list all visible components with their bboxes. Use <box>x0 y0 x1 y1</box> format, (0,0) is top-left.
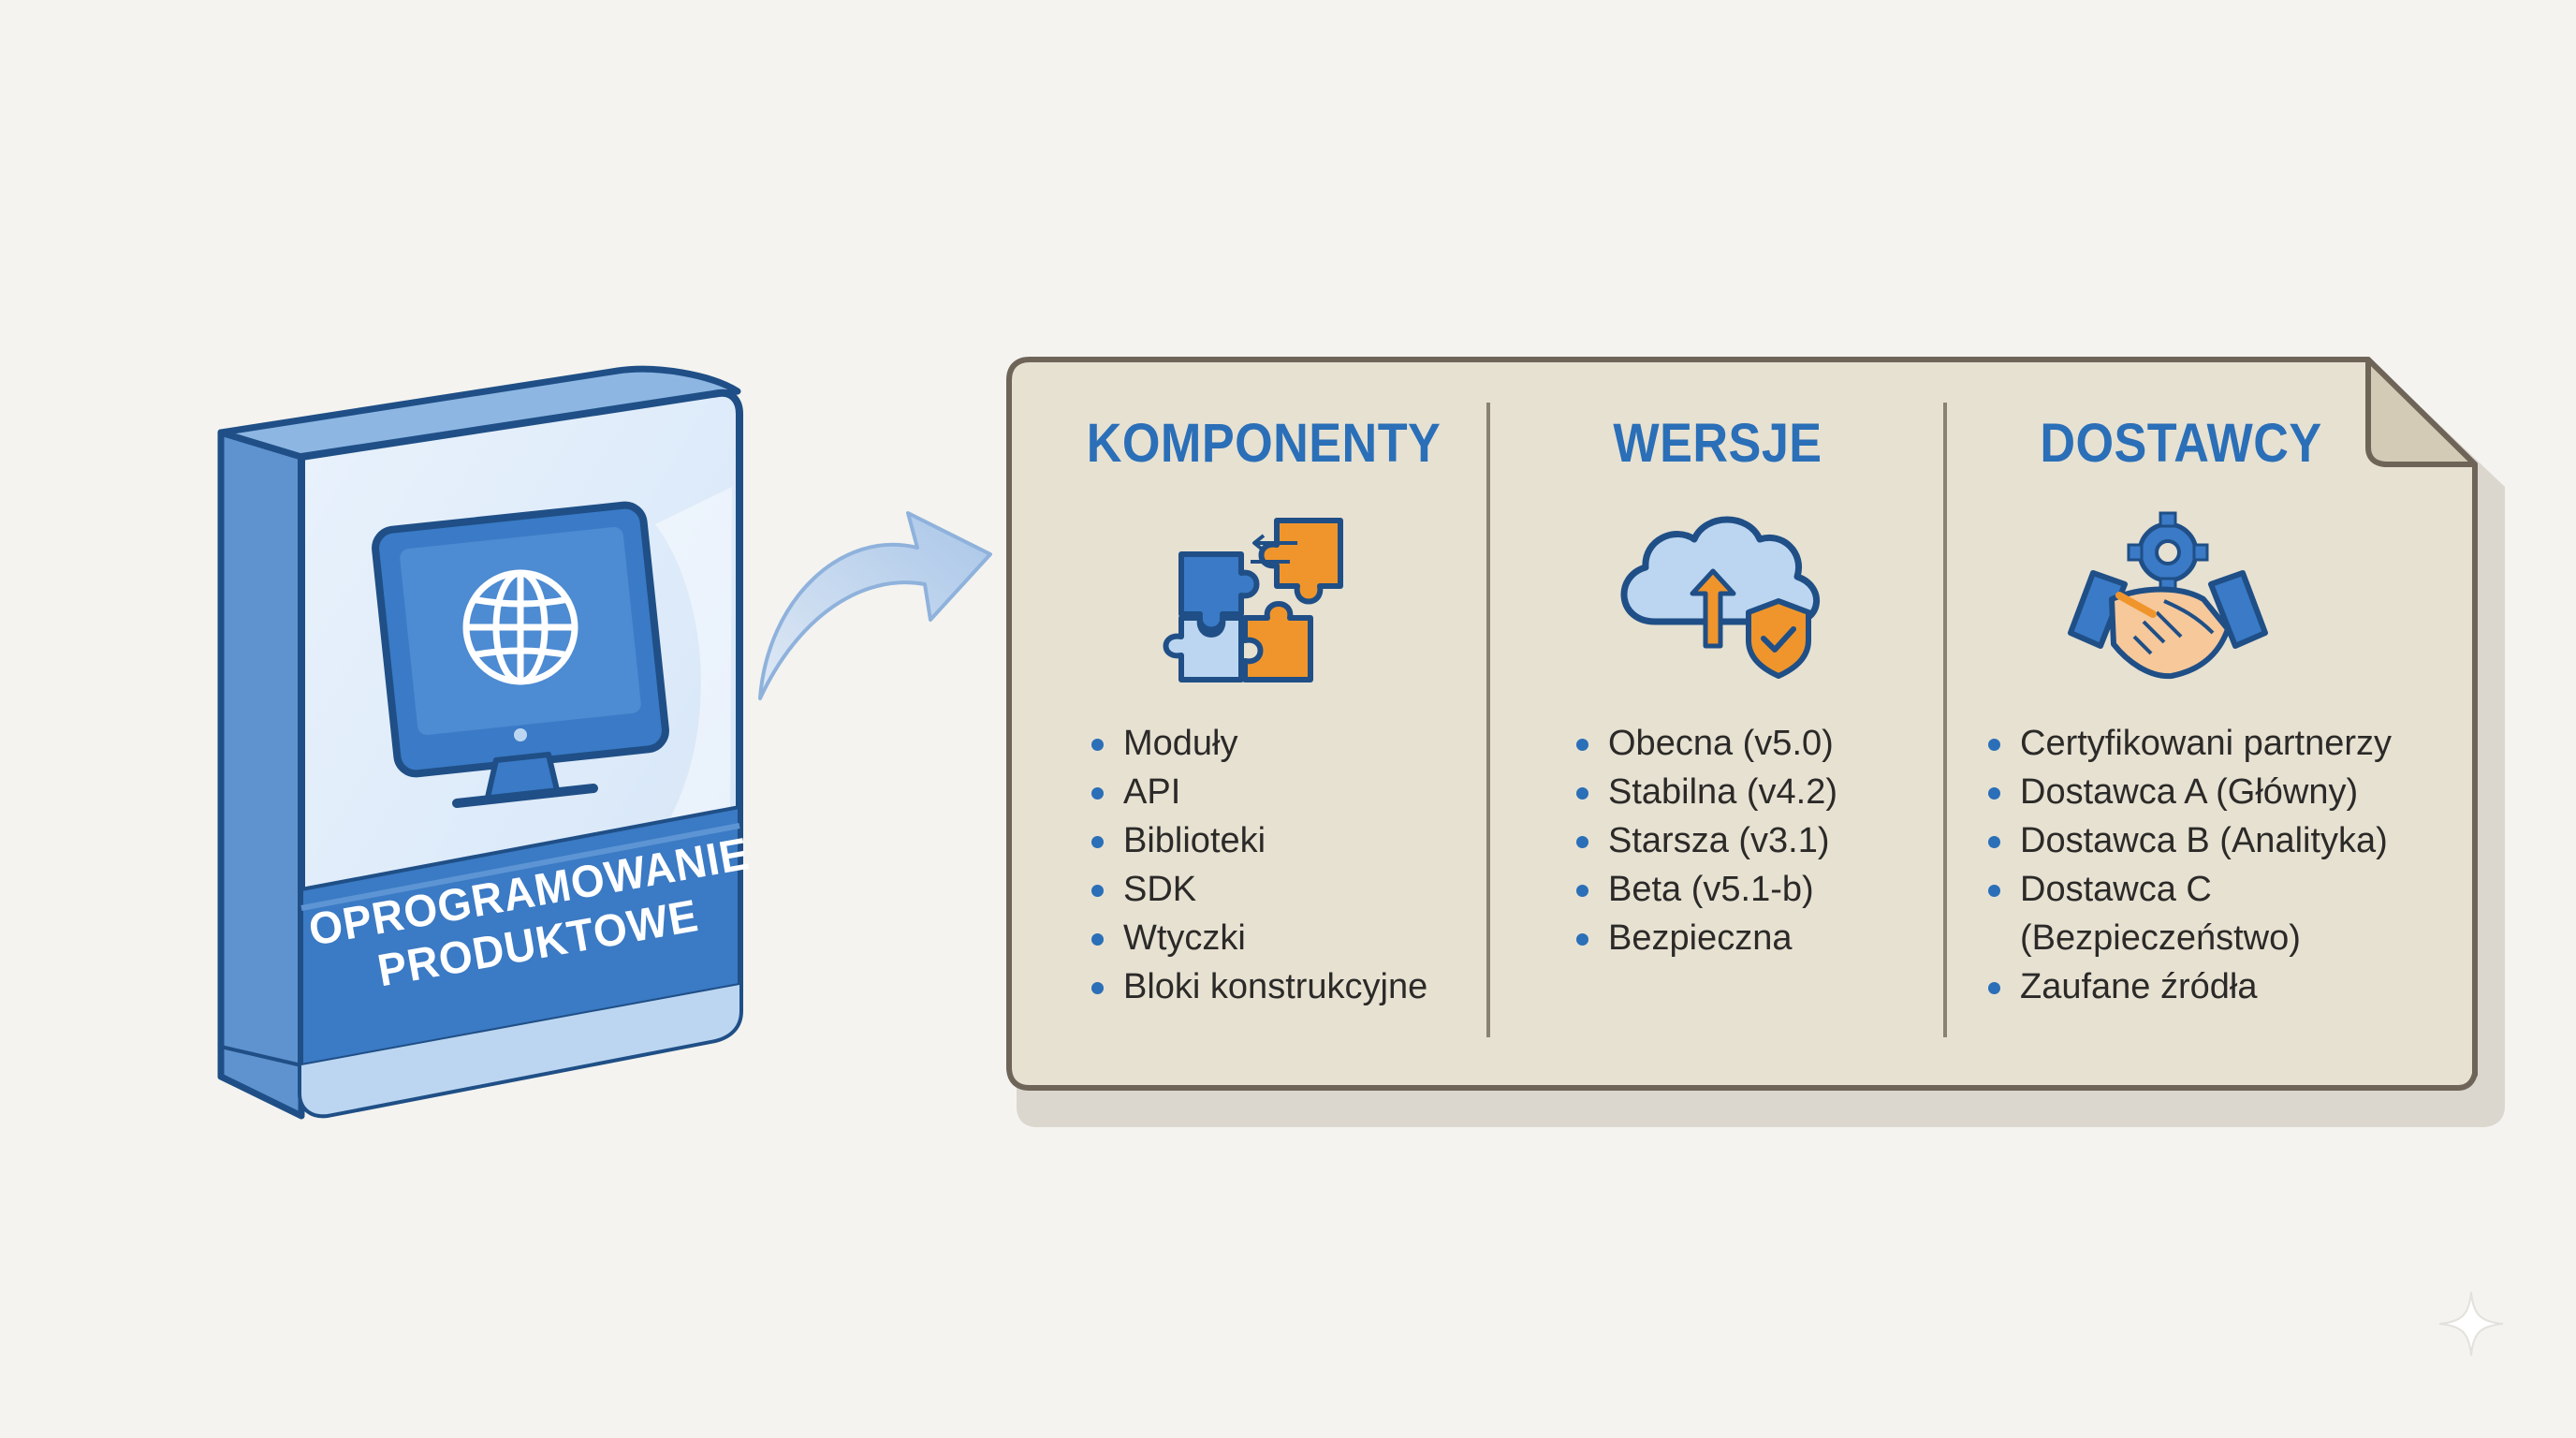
list-item: Wtyczki <box>1088 914 1427 962</box>
sparkle-icon <box>2438 1291 2504 1357</box>
components-list: Moduły API Biblioteki SDK Wtyczki Bloki … <box>1088 719 1427 1011</box>
list-item: Dostawca C <box>1984 865 2392 914</box>
list-item: API <box>1088 768 1427 816</box>
flow-arrow <box>758 511 992 700</box>
column-title-wersje: WERSJE <box>1613 413 1822 474</box>
list-item-continuation: (Bezpieczeństwo) <box>2020 918 2301 958</box>
cloud-upload-shield-icon <box>1620 516 1820 679</box>
versions-list: Obecna (v5.0) Stabilna (v4.2) Starsza (v… <box>1573 719 1837 962</box>
handshake-gear-icon <box>2068 511 2268 680</box>
list-item: Bloki konstrukcyjne <box>1088 962 1427 1011</box>
list-item: Bezpieczna <box>1573 914 1837 962</box>
column-title-dostawcy: DOSTAWCY <box>2040 413 2322 474</box>
vendors-list: Certyfikowani partnerzy Dostawca A (Głów… <box>1984 719 2392 1011</box>
list-item: Beta (v5.1-b) <box>1573 865 1837 914</box>
column-title-komponenty: KOMPONENTY <box>1086 413 1442 474</box>
list-item: Dostawca A (Główny) <box>1984 768 2392 816</box>
list-item: Biblioteki <box>1088 816 1427 865</box>
monitor-globe-icon <box>372 501 669 808</box>
list-item: Moduły <box>1088 719 1427 768</box>
list-item: SDK <box>1088 865 1427 914</box>
list-item: Stabilna (v4.2) <box>1573 768 1837 816</box>
list-item: Certyfikowani partnerzy <box>1984 719 2392 768</box>
puzzle-icon <box>1163 518 1343 682</box>
list-item: Obecna (v5.0) <box>1573 719 1837 768</box>
list-item: Dostawca B (Analityka) <box>1984 816 2392 865</box>
list-item: Starsza (v3.1) <box>1573 816 1837 865</box>
list-item: Zaufane źródła <box>1984 962 2392 1011</box>
info-panel <box>1006 357 2505 1127</box>
